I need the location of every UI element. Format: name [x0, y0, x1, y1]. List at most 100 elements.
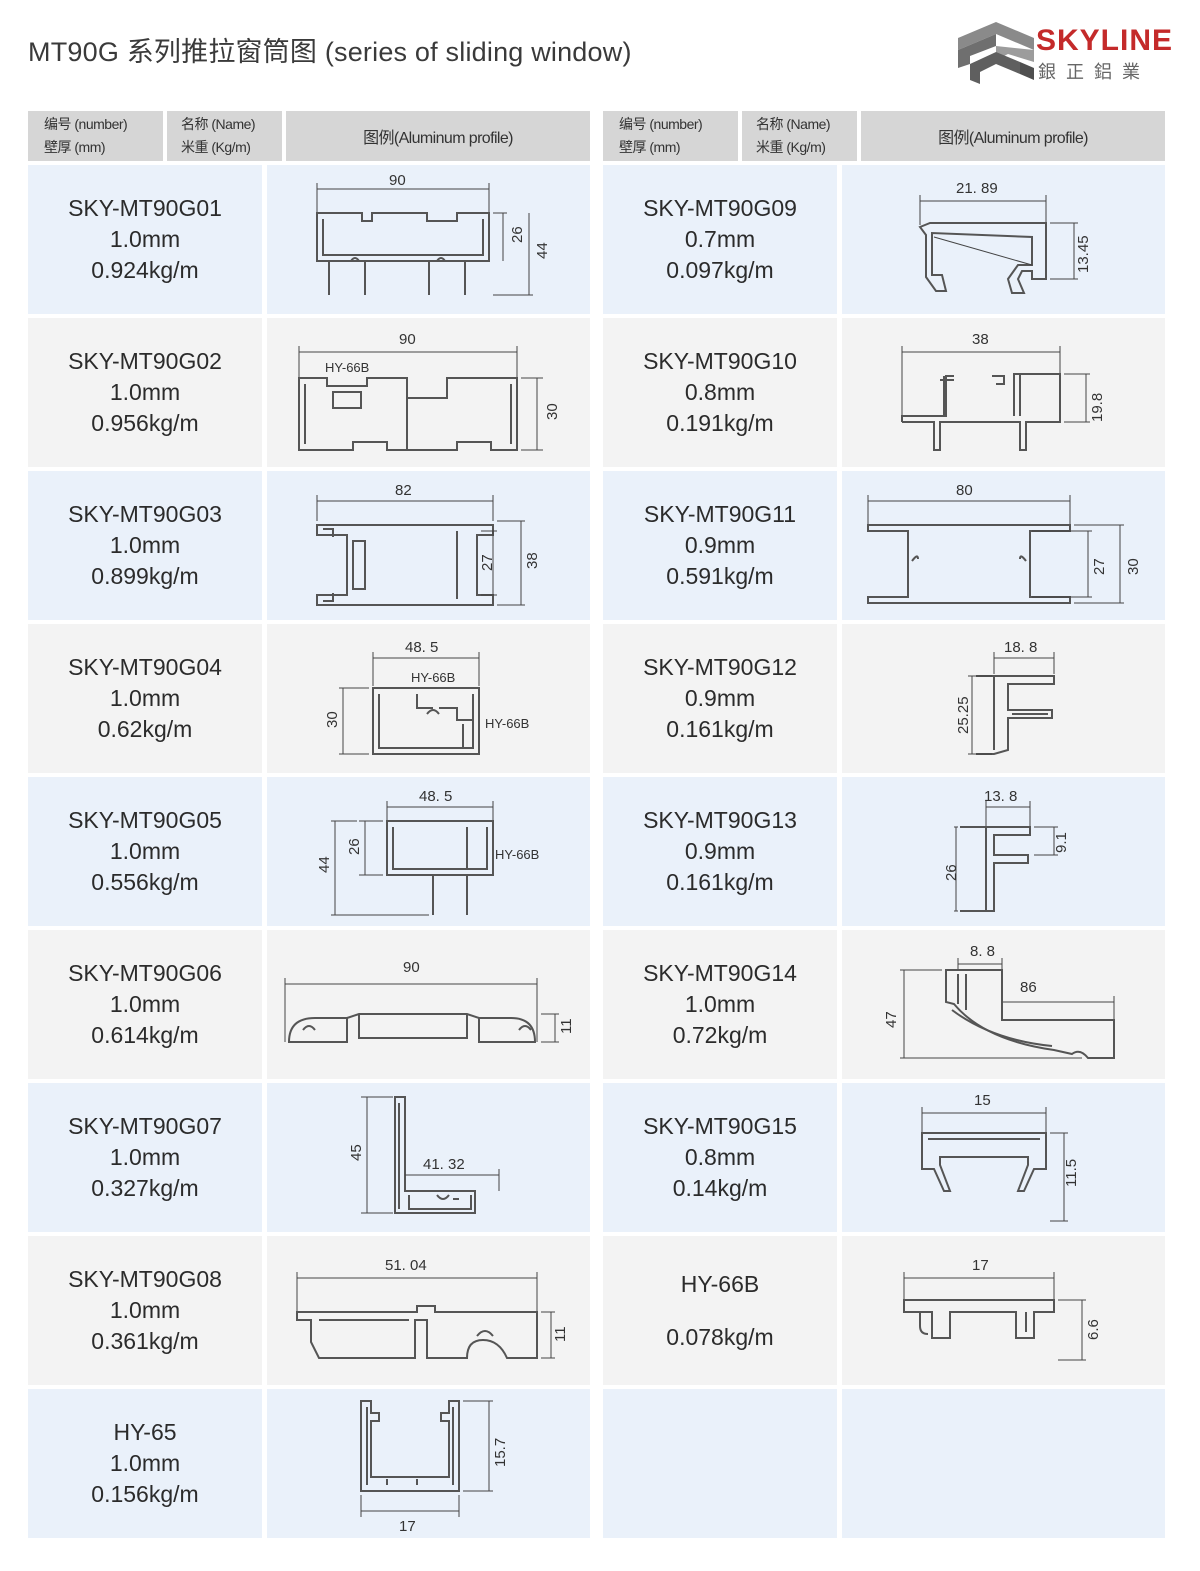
logo-chinese: 銀正鋁業 [1038, 62, 1150, 83]
profile-drawing: 82 27 38 [267, 471, 590, 620]
dim-label: 13. 8 [984, 788, 1017, 805]
wall-thickness: 0.8mm [684, 379, 756, 405]
brand-logo: SKYLINE 銀正鋁業 [958, 20, 1178, 86]
profile-diagram: 51. 04 11 [296, 1257, 569, 1359]
row-info: SKY-MT90G06 1.0mm 0.614kg/m [28, 930, 262, 1079]
dim-label: 26 [346, 838, 363, 855]
dim-label: 44 [316, 856, 333, 873]
row-info: SKY-MT90G15 0.8mm 0.14kg/m [603, 1083, 837, 1232]
table-row: HY-66B 0.078kg/m 17 6.6 [603, 1236, 1165, 1385]
table-row: SKY-MT90G02 1.0mm 0.956kg/m 90 HY-66B 30 [28, 318, 590, 467]
profile-header: 图例(Aluminum profile) [861, 111, 1165, 161]
profile-diagram: 17 6.6 [903, 1257, 1102, 1361]
wall-thickness: 1.0mm [109, 226, 181, 252]
row-info: HY-66B 0.078kg/m [603, 1236, 837, 1385]
dim-label: 38 [524, 552, 541, 569]
profile-diagram: 45 41. 32 [348, 1096, 500, 1214]
dim-label: 18. 8 [1004, 639, 1037, 656]
profile-diagram: 38 19.8 [901, 331, 1106, 451]
row-info: SKY-MT90G09 0.7mm 0.097kg/m [603, 165, 837, 314]
table-row: SKY-MT90G03 1.0mm 0.899kg/m 82 27 38 [28, 471, 590, 620]
row-info: SKY-MT90G07 1.0mm 0.327kg/m [28, 1083, 262, 1232]
dim-label: 86 [1020, 979, 1037, 996]
row-info [603, 1389, 837, 1538]
dim-label: 80 [956, 482, 973, 499]
table-row: SKY-MT90G11 0.9mm 0.591kg/m 80 27 30 [603, 471, 1165, 620]
table-header: 编号 (number) 壁厚 (mm) 名称 (Name) 米重 (Kg/m) … [603, 111, 1165, 161]
profile-code: SKY-MT90G04 [68, 654, 222, 680]
profile-diagram: 15 11.5 [921, 1092, 1080, 1222]
profile-drawing: 90 11 [267, 930, 590, 1079]
tag-label: HY-66B [485, 716, 529, 731]
meter-weight: 0.327kg/m [91, 1175, 199, 1201]
meter-weight: 0.72kg/m [672, 1022, 768, 1048]
name-header: 名称 (Name) [181, 116, 256, 132]
profile-diagram: 13. 8 9.1 26 [943, 788, 1070, 912]
tag-label: HY-66B [411, 670, 455, 685]
profile-code: SKY-MT90G13 [643, 807, 797, 833]
weight-header: 米重 (Kg/m) [181, 139, 251, 155]
meter-weight: 0.956kg/m [91, 410, 199, 436]
meter-weight: 0.161kg/m [666, 716, 774, 742]
dim-label: 41. 32 [423, 1156, 465, 1173]
meter-weight: 0.191kg/m [666, 410, 774, 436]
table-row-empty [603, 1389, 1165, 1538]
profile-drawing: 38 19.8 [842, 318, 1165, 467]
dim-label: 25.25 [955, 696, 972, 734]
dim-label: 30 [324, 711, 341, 728]
profile-code: SKY-MT90G03 [68, 501, 222, 527]
profile-code: SKY-MT90G08 [68, 1266, 222, 1292]
profile-drawing [842, 1389, 1165, 1538]
wall-thickness: 1.0mm [109, 532, 181, 558]
meter-weight: 0.924kg/m [91, 257, 199, 283]
table-row: SKY-MT90G08 1.0mm 0.361kg/m 51. 04 11 [28, 1236, 590, 1385]
table-row: SKY-MT90G04 1.0mm 0.62kg/m 48. 5 HY-66B … [28, 624, 590, 773]
thickness-header: 壁厚 (mm) [619, 139, 681, 155]
table-row: SKY-MT90G13 0.9mm 0.161kg/m 13. 8 9.1 26 [603, 777, 1165, 926]
dim-label: 90 [389, 172, 406, 189]
dim-label: 15 [974, 1092, 991, 1109]
dim-label: 90 [403, 959, 420, 976]
profile-drawing: 48. 5 HY-66B 26 44 [267, 777, 590, 926]
wall-thickness: 0.9mm [684, 532, 756, 558]
weight-header: 米重 (Kg/m) [756, 139, 826, 155]
profile-drawing: 90 26 44 [267, 165, 590, 314]
table-row: SKY-MT90G01 1.0mm 0.924kg/m 90 26 44 [28, 165, 590, 314]
profile-drawing: 51. 04 11 [267, 1236, 590, 1385]
meter-weight: 0.14kg/m [672, 1175, 768, 1201]
dim-label: 27 [479, 554, 496, 571]
dim-label: 17 [399, 1518, 416, 1535]
wall-thickness: 1.0mm [109, 1450, 181, 1476]
dim-label: 27 [1091, 558, 1108, 575]
meter-weight: 0.078kg/m [666, 1323, 774, 1350]
dim-label: 90 [399, 331, 416, 348]
profile-drawing: 90 HY-66B 30 [267, 318, 590, 467]
profile-code: SKY-MT90G14 [643, 960, 797, 986]
number-header: 编号 (number) [619, 116, 703, 132]
row-info: SKY-MT90G11 0.9mm 0.591kg/m [603, 471, 837, 620]
dim-label: 30 [544, 403, 561, 420]
profile-code: SKY-MT90G12 [643, 654, 797, 680]
meter-weight: 0.556kg/m [91, 869, 199, 895]
wall-thickness: 0.9mm [684, 838, 756, 864]
profile-code: SKY-MT90G02 [68, 348, 222, 374]
row-info: SKY-MT90G04 1.0mm 0.62kg/m [28, 624, 262, 773]
profile-drawing: 15 11.5 [842, 1083, 1165, 1232]
table-row: SKY-MT90G06 1.0mm 0.614kg/m 90 11 [28, 930, 590, 1079]
profile-code: SKY-MT90G01 [68, 195, 222, 221]
profile-drawing: 80 27 30 [842, 471, 1165, 620]
meter-weight: 0.591kg/m [666, 563, 774, 589]
dim-label: 44 [534, 242, 551, 259]
profile-code: HY-66B [680, 1270, 760, 1297]
meter-weight: 0.156kg/m [91, 1481, 199, 1507]
dim-label: 51. 04 [385, 1257, 427, 1274]
profile-drawing: 45 41. 32 [267, 1083, 590, 1232]
profile-drawing: 18. 8 25.25 [842, 624, 1165, 773]
wall-thickness: 0.9mm [684, 685, 756, 711]
profile-diagram: 8. 8 86 47 [883, 943, 1115, 1059]
page-title: MT90G 系列推拉窗筒图 (series of sliding window) [28, 37, 632, 67]
number-header: 编号 (number) [44, 116, 128, 132]
meter-weight: 0.614kg/m [91, 1022, 199, 1048]
row-info: SKY-MT90G14 1.0mm 0.72kg/m [603, 930, 837, 1079]
meter-weight: 0.161kg/m [666, 869, 774, 895]
